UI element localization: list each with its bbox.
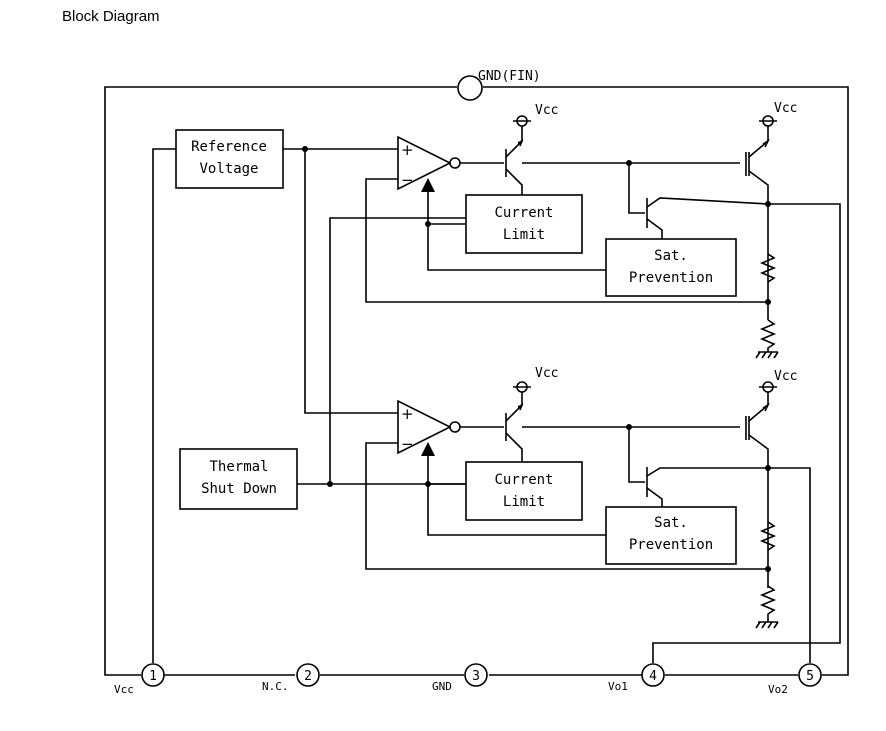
reference-line2: Voltage [199, 161, 258, 177]
fin-terminal: GND(FIN) [457, 69, 541, 101]
amp2-minus: − [401, 435, 414, 453]
amp1-minus: − [401, 171, 414, 189]
pin-5: 5 Vo2 [768, 663, 822, 696]
vcc-supply-3: Vcc [513, 366, 558, 405]
current-limit-block-2: Current Limit [465, 461, 583, 521]
amp1-plus: + [401, 141, 414, 159]
driver-transistor-2 [505, 403, 524, 462]
pin-4: 4 Vo1 [608, 663, 665, 693]
ground-symbol-2 [755, 621, 779, 629]
pin-3-label: GND [432, 680, 452, 693]
ground-symbol-1 [755, 351, 779, 359]
thermal-line2: Shut Down [201, 481, 277, 497]
sat-prevention-block-1: Sat. Prevention [605, 238, 737, 297]
outer-frame [104, 86, 849, 676]
sat-prevention-block-2: Sat. Prevention [605, 506, 737, 565]
pin-2-label: N.C. [262, 680, 289, 693]
current-limit-1-line1: Current [494, 205, 553, 221]
vcc-label-3: Vcc [535, 366, 558, 381]
pin-4-label: Vo1 [608, 680, 628, 693]
vcc-supply-1: Vcc [513, 103, 558, 141]
sat-2-line1: Sat. [654, 515, 688, 531]
sat-1-line2: Prevention [629, 270, 713, 286]
vcc-label-1: Vcc [535, 103, 558, 118]
page-title: Block Diagram [62, 8, 160, 25]
pin-1: 1 Vcc [114, 663, 165, 696]
fin-label: GND(FIN) [478, 69, 541, 84]
pin-3-number: 3 [472, 669, 480, 684]
error-amp-2: + − [397, 399, 461, 455]
vcc-label-2: Vcc [774, 101, 797, 116]
pin-5-number: 5 [806, 669, 814, 684]
pin-2-number: 2 [304, 669, 312, 684]
thermal-line1: Thermal [209, 459, 268, 475]
pin-4-number: 4 [649, 669, 657, 684]
sat-1-line1: Sat. [654, 248, 688, 264]
reference-line1: Reference [191, 139, 267, 155]
error-amp-1: + − [397, 135, 461, 191]
pin-2: 2 N.C. [262, 663, 320, 693]
vcc-label-4: Vcc [774, 369, 797, 384]
driver-transistor-1 [505, 139, 524, 200]
sat-transistor-1 [628, 163, 769, 241]
vcc-supply-2: Vcc [759, 101, 797, 141]
vcc-supply-4: Vcc [759, 369, 797, 405]
pin-3: 3 GND [432, 663, 488, 693]
sat-2-line2: Prevention [629, 537, 713, 553]
current-limit-2-line1: Current [494, 472, 553, 488]
sat-transistor-2 [628, 427, 768, 508]
power-transistor-2 [745, 402, 770, 588]
channel-1: + − Vcc [365, 101, 841, 663]
channel-2: + − Vcc Vcc [365, 366, 811, 663]
current-limit-2-line2: Limit [503, 494, 545, 510]
pin-1-label: Vcc [114, 683, 134, 696]
reference-voltage-block: Reference Voltage [175, 129, 284, 189]
thermal-shutdown-block: Thermal Shut Down [179, 448, 298, 510]
pin-1-number: 1 [149, 669, 157, 684]
power-transistor-1 [745, 138, 770, 320]
current-limit-block-1: Current Limit [465, 194, 583, 254]
amp2-plus: + [401, 405, 414, 423]
current-limit-1-line2: Limit [503, 227, 545, 243]
pin-5-label: Vo2 [768, 683, 788, 696]
